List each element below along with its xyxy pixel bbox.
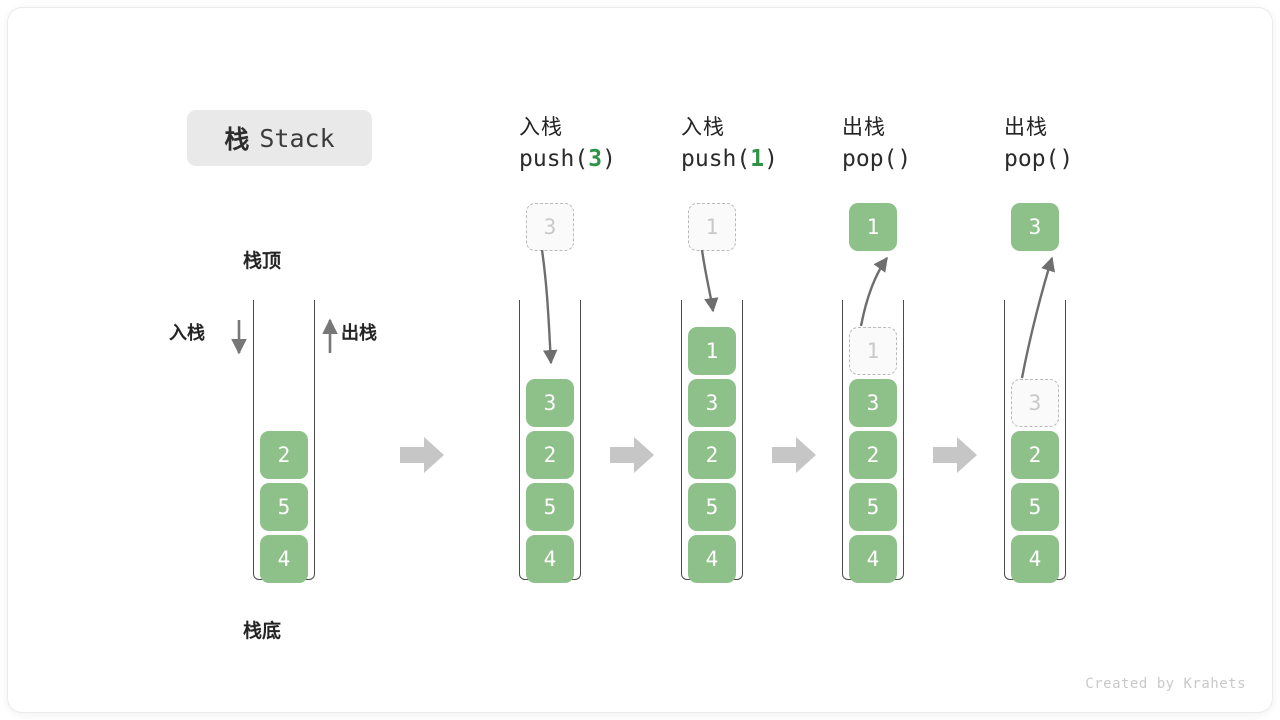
title-en: Stack — [259, 123, 335, 153]
op-prefix: push( — [519, 146, 589, 172]
column-header-line2: pop() — [842, 142, 1012, 176]
stack-cell-removed: 3 — [1011, 379, 1059, 427]
column-header-line1: 入栈 — [519, 116, 563, 139]
stack-cell: 2 — [1011, 431, 1059, 479]
stack-cell: 4 — [526, 535, 574, 583]
stack-cell: 3 — [688, 379, 736, 427]
floating-cell-pop-1: 1 — [849, 203, 897, 251]
stack-cell: 1 — [688, 327, 736, 375]
stack-cell: 5 — [849, 483, 897, 531]
column-header-pop-3: 出栈 pop() — [1004, 114, 1174, 176]
column-header-push-1: 入栈 push(1) — [681, 114, 851, 176]
label-push-side: 入栈 — [169, 323, 205, 343]
column-header-line1: 入栈 — [681, 116, 725, 139]
column-header-line2: pop() — [1004, 142, 1174, 176]
op-prefix: pop( — [1004, 146, 1060, 172]
diagram-stage: 栈 Stack 栈顶 栈底 入栈 出栈 入栈 push(3) 入栈 push(1… — [8, 8, 1272, 712]
stack-cell: 5 — [1011, 483, 1059, 531]
stack-cell: 5 — [260, 483, 308, 531]
stack-cell: 2 — [688, 431, 736, 479]
step-separator-2 — [610, 437, 654, 473]
op-argument: 1 — [750, 146, 765, 172]
op-suffix: ) — [764, 146, 778, 172]
stack-cell: 4 — [849, 535, 897, 583]
label-stack-bottom: 栈底 — [242, 621, 281, 642]
op-argument: 3 — [588, 146, 603, 172]
stack-cell: 2 — [260, 431, 308, 479]
diagram-card: 栈 Stack 栈顶 栈底 入栈 出栈 入栈 push(3) 入栈 push(1… — [8, 8, 1272, 712]
op-suffix: ) — [602, 146, 616, 172]
label-stack-top: 栈顶 — [242, 251, 281, 272]
column-header-line1: 出栈 — [842, 116, 886, 139]
label-pop-side: 出栈 — [341, 323, 377, 343]
column-header-pop-1: 出栈 pop() — [842, 114, 1012, 176]
stack-cell: 3 — [526, 379, 574, 427]
stack-cell: 4 — [688, 535, 736, 583]
stack-cell: 5 — [526, 483, 574, 531]
diagram-title-chip: 栈 Stack — [187, 110, 372, 166]
step-separator-1 — [400, 437, 444, 473]
floating-cell-pop-3: 3 — [1011, 203, 1059, 251]
stack-cell: 3 — [849, 379, 897, 427]
floating-cell-push-3: 3 — [526, 203, 574, 251]
step-separator-4 — [933, 437, 977, 473]
stack-cell: 5 — [688, 483, 736, 531]
column-header-line1: 出栈 — [1004, 116, 1048, 139]
column-header-push-3: 入栈 push(3) — [519, 114, 689, 176]
stack-cell: 2 — [526, 431, 574, 479]
stack-cell: 4 — [260, 535, 308, 583]
footer-credit: Created by Krahets — [1085, 676, 1246, 692]
op-prefix: push( — [681, 146, 751, 172]
op-suffix: ) — [897, 146, 912, 172]
stack-cell: 2 — [849, 431, 897, 479]
column-header-line2: push(1) — [681, 142, 851, 176]
op-prefix: pop( — [842, 146, 898, 172]
stack-cell-removed: 1 — [849, 327, 897, 375]
op-suffix: ) — [1059, 146, 1074, 172]
title-cn: 栈 — [224, 126, 251, 154]
column-header-line2: push(3) — [519, 142, 689, 176]
stack-cell: 4 — [1011, 535, 1059, 583]
floating-cell-push-1: 1 — [688, 203, 736, 251]
step-separator-3 — [772, 437, 816, 473]
